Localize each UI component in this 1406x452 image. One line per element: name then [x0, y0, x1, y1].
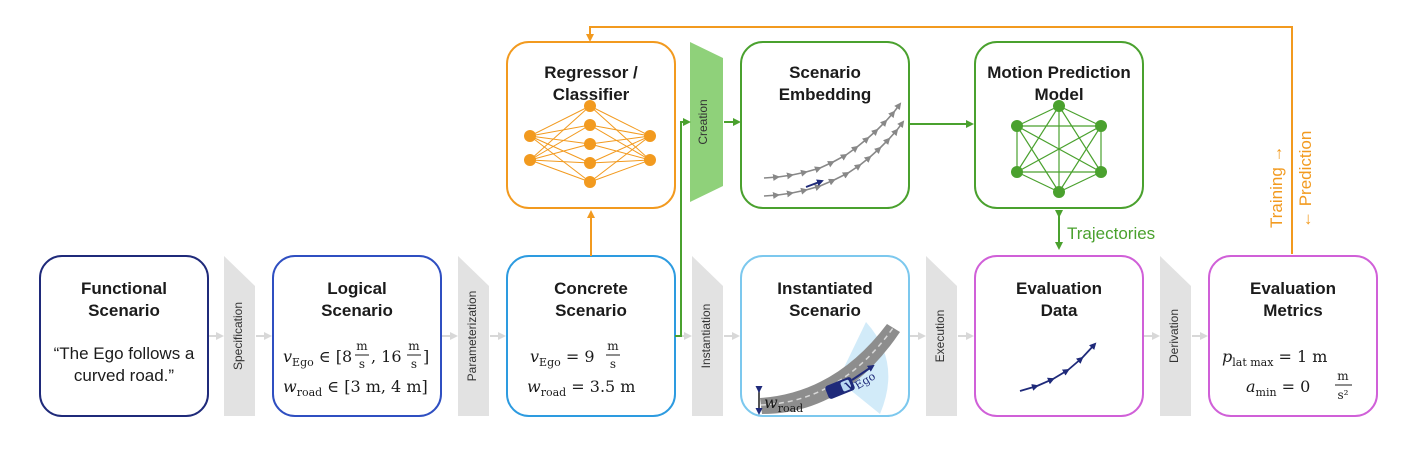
functional-title-1: Functional: [81, 279, 167, 298]
functional-text-1: “The Ego follows a: [54, 344, 195, 363]
logical-scenario-box: Logical Scenario vEgo ∈ [8 m s , 16 m s …: [272, 255, 442, 417]
svg-text:s: s: [411, 357, 417, 371]
specification-label: Specification: [231, 302, 245, 370]
svg-text:]: ]: [423, 347, 429, 366]
lateral-position-metric: plat max = 1 m: [1222, 347, 1327, 369]
svg-text:m: m: [356, 339, 368, 353]
creation-step: Creation: [690, 42, 723, 202]
evaluation-data-title-1: Evaluation: [1016, 279, 1102, 298]
graph-network-icon: [1016, 105, 1102, 193]
instantiated-title-2: Scenario: [789, 301, 861, 320]
prediction-label: ← Prediction: [1296, 131, 1315, 228]
neural-network-icon: [529, 105, 651, 183]
step-derivation: Derivation: [1144, 256, 1208, 416]
svg-text:s: s: [610, 357, 616, 371]
step-specification: Specification: [208, 256, 272, 416]
evaluation-metrics-title-1: Evaluation: [1250, 279, 1336, 298]
svg-text:m: m: [408, 339, 420, 353]
training-label: Training →: [1267, 145, 1286, 228]
logical-title-1: Logical: [327, 279, 387, 298]
concrete-title-2: Scenario: [555, 301, 627, 320]
step-execution: Execution: [910, 256, 974, 416]
svg-text:s: s: [359, 357, 365, 371]
logical-velocity-formula: vEgo ∈ [8 m s , 16 m s ]: [283, 339, 429, 371]
concrete-width-formula: wroad = 3.5 m: [527, 377, 635, 399]
svg-text:vEgo = 9: vEgo = 9: [530, 347, 595, 369]
embedding-title-1: Scenario: [789, 63, 861, 82]
svg-text:amin = 0: amin = 0: [1246, 377, 1310, 399]
ego-car-icon: [825, 377, 855, 399]
neural-network-nodes: [524, 100, 656, 188]
functional-scenario-box: Functional Scenario “The Ego follows a c…: [39, 255, 209, 417]
instantiated-title-1: Instantiated: [777, 279, 872, 298]
embedding-trajectories: [763, 102, 905, 200]
svg-text:m: m: [1337, 369, 1349, 383]
step-parameterization: Parameterization: [442, 256, 506, 416]
instantiation-label: Instantiation: [699, 304, 713, 369]
trajectories-arrow: Trajectories: [1055, 210, 1155, 250]
logical-width-formula: wroad ∈ [3 m, 4 m]: [283, 377, 428, 399]
derivation-label: Derivation: [1167, 309, 1181, 363]
evaluation-data-title-2: Data: [1041, 301, 1078, 320]
regressor-title-2: Classifier: [553, 85, 630, 104]
logical-title-2: Scenario: [321, 301, 393, 320]
trajectories-label: Trajectories: [1067, 224, 1155, 243]
functional-text-2: curved road.”: [74, 366, 174, 385]
scenario-embedding-box: Scenario Embedding: [740, 41, 910, 209]
motion-prediction-box: Motion Prediction Model: [974, 41, 1144, 209]
step-instantiation: Instantiation: [676, 256, 740, 416]
embedding-ego-arrow: [805, 179, 824, 188]
regressor-classifier-box: Regressor / Classifier: [506, 41, 676, 209]
embedding-title-2: Embedding: [779, 85, 872, 104]
regressor-title-1: Regressor /: [544, 63, 638, 82]
motion-title-1: Motion Prediction: [987, 63, 1131, 82]
feedback-loop-arrow: [586, 26, 1293, 254]
evaluation-metrics-title-2: Metrics: [1263, 301, 1323, 320]
concrete-title-1: Concrete: [554, 279, 628, 298]
svg-text:m: m: [607, 339, 619, 353]
graph-network-nodes: [1011, 100, 1107, 198]
concrete-velocity-formula: vEgo = 9 m s: [530, 339, 620, 371]
functional-title-2: Scenario: [88, 301, 160, 320]
acceleration-metric: amin = 0 m s²: [1246, 369, 1352, 402]
concrete-scenario-box: Concrete Scenario vEgo = 9 m s wroad = 3…: [506, 255, 676, 417]
w-road-label: wroad: [764, 393, 803, 415]
svg-text:, 16: , 16: [371, 347, 402, 366]
motion-title-2: Model: [1034, 85, 1083, 104]
svg-text:vEgo ∈ [8: vEgo ∈ [8: [283, 347, 352, 369]
instantiated-scenario-box: Instantiated Scenario wroad vEgo: [740, 255, 910, 417]
creation-label: Creation: [696, 99, 710, 144]
svg-text:s²: s²: [1338, 388, 1349, 402]
evaluation-trajectory: [1019, 342, 1097, 392]
parameterization-label: Parameterization: [465, 291, 479, 382]
concrete-to-creation-arrow: [675, 118, 691, 337]
evaluation-data-box: Evaluation Data: [974, 255, 1144, 417]
evaluation-metrics-box: Evaluation Metrics plat max = 1 m amin =…: [1208, 255, 1378, 417]
execution-label: Execution: [933, 310, 947, 363]
